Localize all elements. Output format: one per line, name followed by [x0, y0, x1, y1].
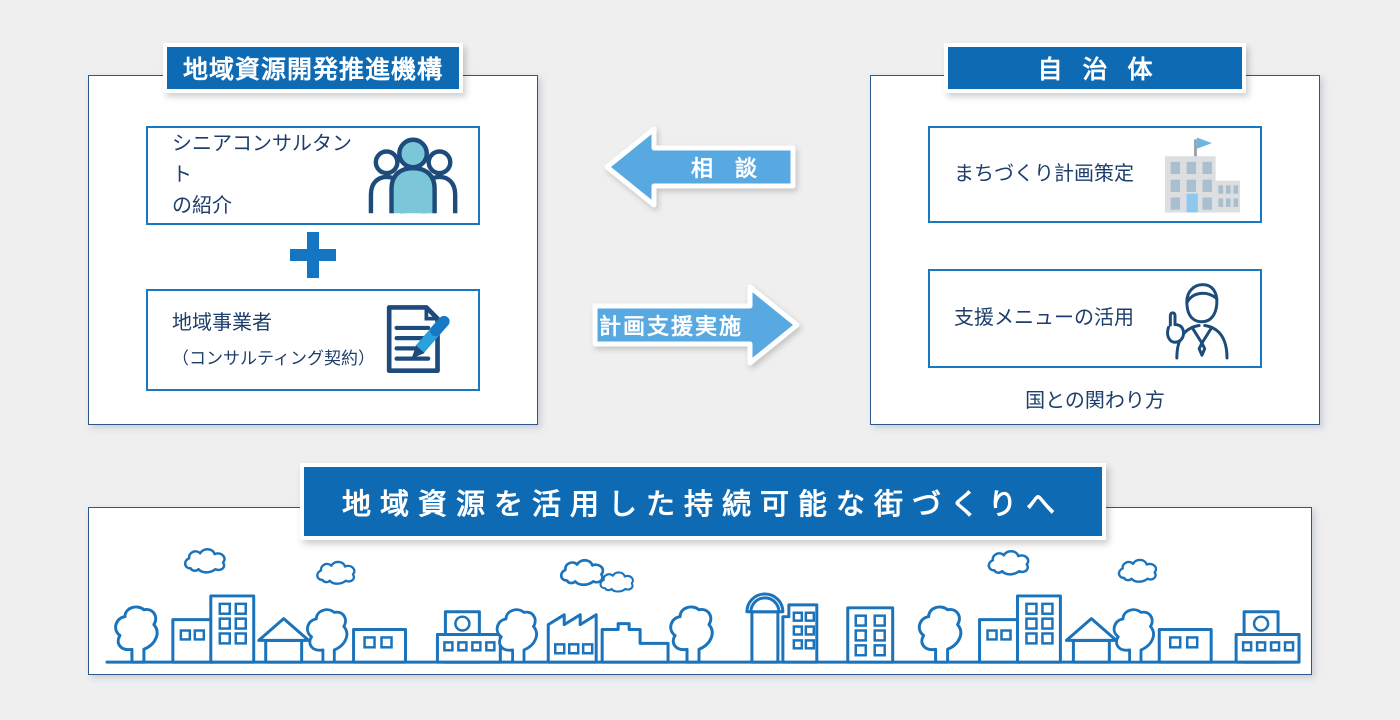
municipality-panel: 自治体 まちづくり計画策定 支援メニューの活用 — [870, 43, 1320, 425]
organization-title: 地域資源開発推進機構 — [163, 43, 463, 93]
business-line2: （コンサルティング契約） — [172, 348, 375, 368]
cityscape-skyline-illustration — [105, 547, 1301, 664]
municipal-building-icon — [1165, 137, 1240, 212]
consult-arrow-label: 相 談 — [690, 156, 757, 181]
people-icon — [368, 137, 458, 213]
document-pen-icon — [386, 305, 450, 374]
business-card: 地域事業者 （コンサルティング契約） — [146, 289, 480, 391]
right-arrow-icon — [592, 284, 800, 366]
consultant-card: シニアコンサルタント の紹介 — [146, 126, 480, 225]
person-pointing-icon — [1166, 282, 1229, 359]
plan-card-label: まちづくり計画策定 — [954, 163, 1134, 185]
consultant-line2: の紹介 — [172, 195, 232, 217]
left-arrow-icon — [604, 126, 796, 208]
goal-banner: 地域資源を活用した持続可能な街づくりへ — [300, 463, 1106, 540]
plus-icon — [290, 232, 336, 278]
plan-card: まちづくり計画策定 — [928, 126, 1262, 223]
consultant-line1: シニアコンサルタント — [172, 133, 352, 186]
municipality-title: 自治体 — [944, 43, 1246, 93]
support-arrow-label: 計画支援実施 — [598, 314, 743, 339]
business-line1: 地域事業者 — [172, 311, 272, 334]
dome-building-shape — [745, 592, 819, 664]
business-card-label: 地域事業者 （コンサルティング契約） — [172, 308, 375, 372]
consultant-card-label: シニアコンサルタント の紹介 — [172, 129, 368, 222]
apartment-shape — [846, 606, 895, 664]
organization-panel: 地域資源開発推進機構 シニアコンサルタント の紹介 — [88, 43, 538, 425]
stepped-building-shape — [600, 622, 670, 664]
national-relation-caption: 国との関わり方 — [1025, 390, 1165, 412]
support-card-label: 支援メニューの活用 — [954, 307, 1134, 329]
consult-arrow: 相 談 — [602, 122, 798, 212]
support-arrow: 計画支援実施 — [590, 280, 802, 370]
support-card: 支援メニューの活用 — [928, 269, 1262, 368]
factory-shape — [546, 613, 598, 664]
